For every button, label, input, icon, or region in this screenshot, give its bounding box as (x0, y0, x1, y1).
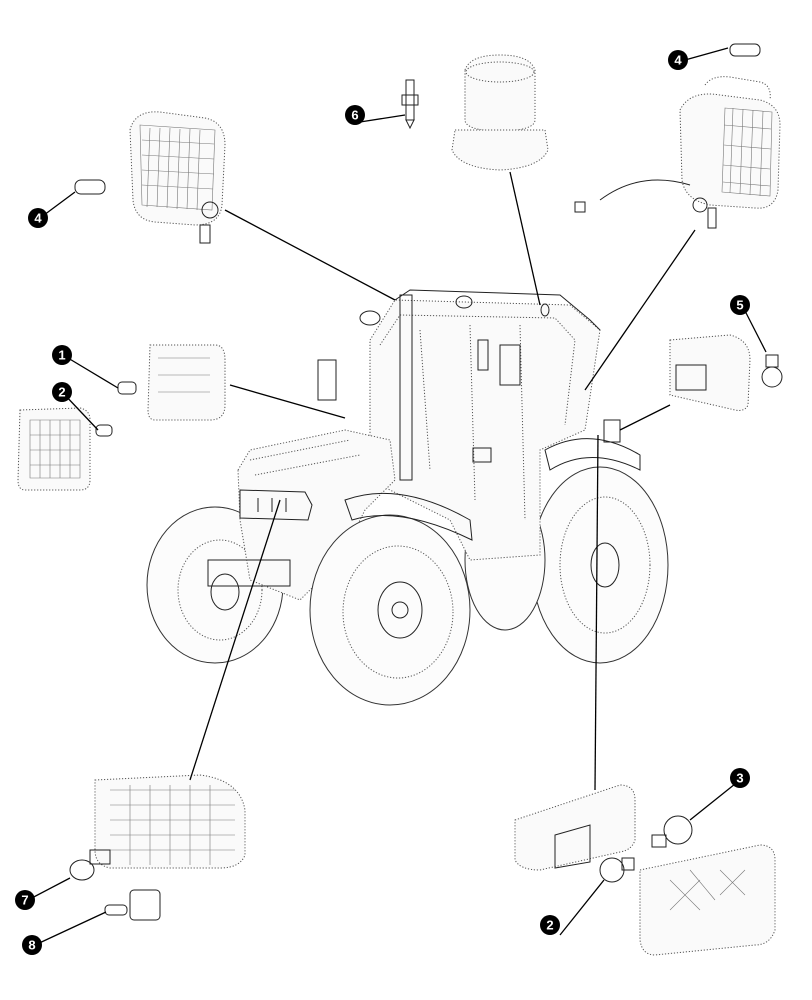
callout-2-left: 2 (52, 382, 72, 402)
svg-text:3: 3 (736, 771, 743, 786)
svg-text:8: 8 (28, 938, 35, 953)
work-lamp-icon (574, 76, 781, 229)
svg-text:4: 4 (34, 211, 42, 226)
svg-text:2: 2 (58, 385, 65, 400)
bulb-icon (761, 354, 783, 388)
bulb-icon (401, 79, 419, 130)
svg-text:6: 6 (351, 108, 358, 123)
leader-lines (189, 171, 696, 791)
callout-4-right: 4 (668, 50, 688, 70)
rear-lamp-icon (669, 334, 751, 411)
svg-text:2: 2 (546, 918, 553, 933)
bulb-icon (74, 179, 106, 195)
rear-lamp-icon (514, 784, 636, 871)
rear-lamp-icon (639, 844, 776, 956)
callout-8: 8 (22, 935, 42, 955)
bulb-icon (117, 381, 137, 395)
svg-text:7: 7 (21, 893, 28, 908)
bulb-icon (651, 815, 693, 848)
front-lamp-icon (17, 407, 91, 491)
callout-5: 5 (730, 295, 750, 315)
callout-1: 1 (52, 345, 72, 365)
headlamp-icon (94, 774, 246, 869)
callout-2-bottom: 2 (540, 915, 560, 935)
bulb-icon (599, 857, 635, 883)
bulb-icon (95, 424, 113, 437)
svg-text:4: 4 (674, 53, 682, 68)
tractor-icon (146, 289, 669, 706)
beacon-icon (451, 54, 549, 171)
svg-text:1: 1 (58, 348, 65, 363)
callout-7: 7 (15, 890, 35, 910)
front-lamp-icon (147, 344, 226, 421)
bulb-icon (69, 849, 111, 881)
callout-4-left: 4 (28, 208, 48, 228)
callout-3: 3 (730, 768, 750, 788)
bulb-icon (729, 43, 761, 57)
bulb-icon (104, 889, 161, 921)
svg-text:5: 5 (736, 298, 743, 313)
callout-6: 6 (345, 105, 365, 125)
work-lamp-icon (129, 111, 226, 244)
